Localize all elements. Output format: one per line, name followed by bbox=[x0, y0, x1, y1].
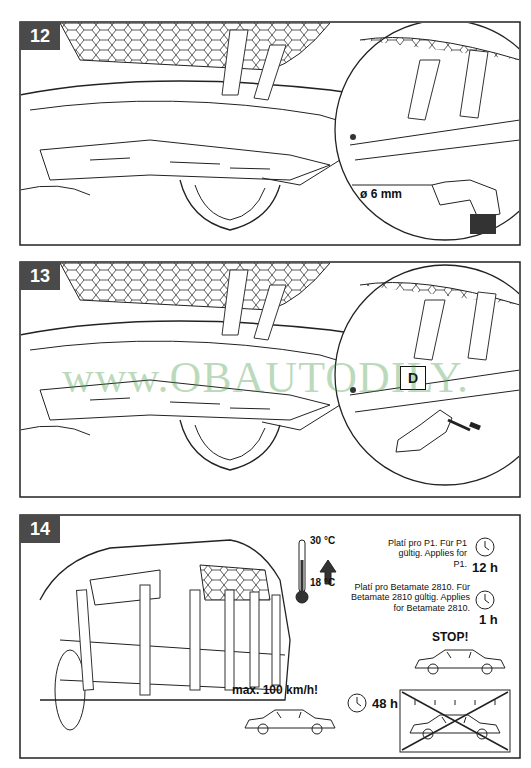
note: Platí pro Betamate 2810. Für Betamate 28… bbox=[338, 582, 470, 613]
step-number: 13 bbox=[20, 262, 60, 290]
watermark: www.OBAUTODILY. bbox=[62, 352, 469, 403]
time: 48 h bbox=[372, 696, 398, 711]
note: Platí pro P1. Für P1 gültig. Applies for… bbox=[385, 538, 467, 569]
time: 12 h bbox=[472, 560, 498, 575]
temperature: 30 °C bbox=[310, 535, 335, 546]
step-number-text: 12 bbox=[30, 26, 50, 47]
speed-limit: max. 100 km/h! bbox=[232, 683, 318, 697]
temperature: 18 °C bbox=[310, 577, 335, 588]
warning: STOP! bbox=[432, 630, 468, 644]
dimension: ø 6 mm bbox=[360, 187, 402, 201]
step-number: 14 bbox=[20, 515, 60, 543]
step-number-text: 13 bbox=[30, 266, 50, 287]
step-number-text: 14 bbox=[30, 519, 50, 540]
step-number: 12 bbox=[20, 22, 60, 50]
time: 1 h bbox=[479, 612, 498, 627]
